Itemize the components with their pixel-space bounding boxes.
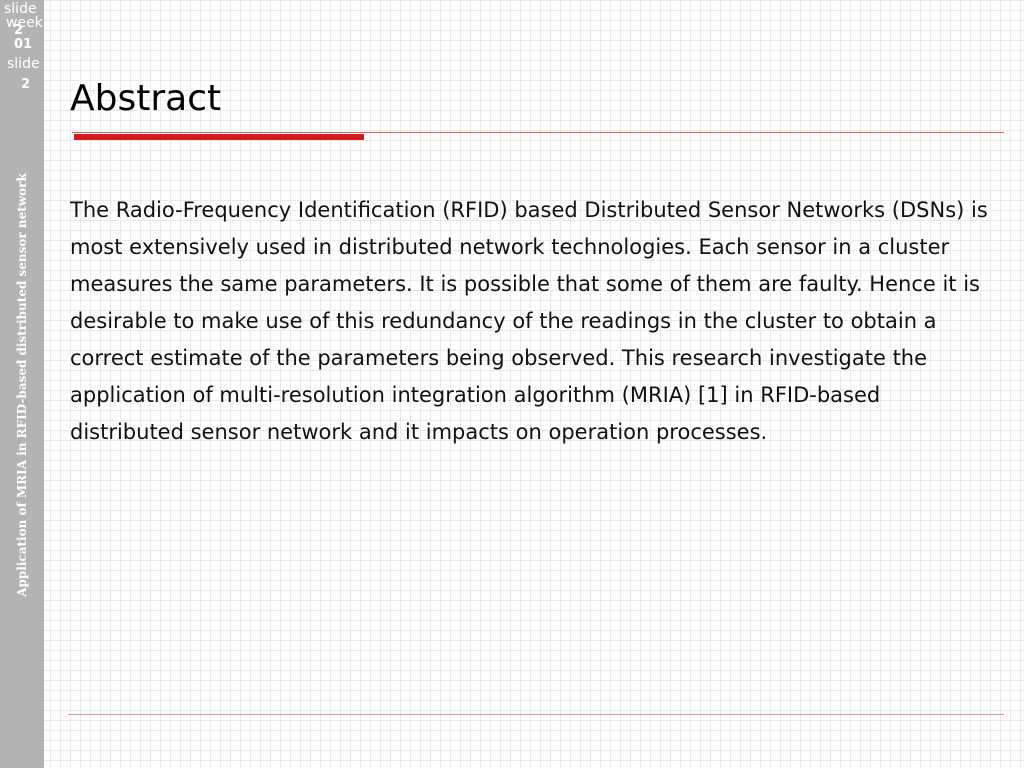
title-underline-thin (72, 132, 1004, 133)
slide-title: Abstract (70, 78, 222, 119)
slide-label: slide (4, 1, 37, 17)
title-underline-accent (74, 134, 364, 140)
slide-number-overlap: 2 (14, 23, 24, 38)
slide-label-2: slide (7, 56, 40, 72)
left-sidebar: slide week 2 01 slide 2 Application of M… (0, 0, 44, 768)
abstract-body: The Radio-Frequency Identification (RFID… (70, 198, 988, 444)
sidebar-presentation-title: Application of MRIA in RFID-based distri… (15, 173, 29, 597)
week-label: week (6, 15, 43, 31)
slide-number: 2 (21, 77, 31, 92)
week-number: 01 (14, 37, 33, 52)
footer-divider (68, 714, 1004, 715)
